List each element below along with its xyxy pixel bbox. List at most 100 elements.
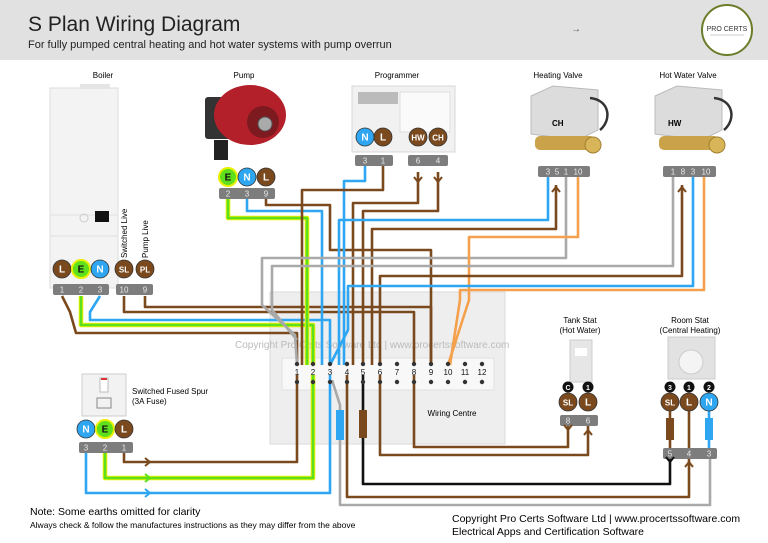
svg-text:N: N [243,173,250,184]
strip-number: 1 [122,444,127,453]
svg-text:HW: HW [668,119,682,128]
programmer-neutral-wire [342,166,367,365]
pump-live-wire [264,198,433,365]
boiler-image [49,84,119,289]
switched-live-label: Switched Live [120,208,129,258]
tank-stat-sublabel: (Hot Water) [559,326,600,335]
svg-text:7: 7 [395,368,400,377]
arrow-icon [583,428,593,436]
tank-stat-label: Tank Stat [563,316,597,325]
pro-certs-logo: PRO CERTS [701,4,753,56]
strip-number: 9 [264,190,269,199]
svg-text:L: L [59,265,65,276]
arrow-icon [144,473,152,483]
svg-text:PRO CERTS: PRO CERTS [707,26,748,33]
page-title: S Plan Wiring Diagram [28,13,240,36]
pump-live-label: Pump Live [141,220,150,258]
boiler-terminal-l: L [52,259,72,279]
room-stat-terminal-n: N [699,392,719,412]
boiler-terminal-e: E [71,259,91,279]
pump-terminal-l: L [256,167,276,187]
svg-text:E: E [225,173,232,184]
tank-stat-terminal-sl: SL [558,392,578,412]
strip-number: 3 [691,168,696,177]
svg-text:SL: SL [563,399,573,408]
boiler-terminal-n: N [90,259,110,279]
pump-earth-wire [226,198,309,365]
programmer-terminal-n: N [355,127,375,147]
direction-arrows [144,176,694,498]
svg-text:L: L [121,425,127,436]
arrow-icon [551,185,561,193]
svg-text:E: E [102,425,109,436]
svg-text:9: 9 [429,368,434,377]
strip-number: 10 [702,168,711,177]
strip-number: 1 [60,286,65,295]
boiler-terminal-pl: PL [135,259,155,279]
fused-spur-image [81,373,127,417]
strip-number: 9 [143,286,148,295]
hw-valve-grey-wire [270,177,675,341]
wiring-centre-terminal-3: 3 [328,361,333,385]
strip-number: 5 [668,450,673,459]
svg-text:E: E [78,265,85,276]
strip-number: 3 [98,286,103,295]
strip-number: 2 [103,444,108,453]
pump-terminal-n: N [237,167,257,187]
svg-text:SL: SL [665,399,675,408]
fused-spur-label: Switched Fused Spur [132,387,208,396]
arrow-icon: → [571,24,581,35]
heating-valve-orange-wire [446,177,580,366]
room-stat-terminal-sl: SL [660,392,680,412]
room-stat-image [667,336,716,380]
programmer-terminal-l: L [373,127,393,147]
heating-valve-label: Heating Valve [533,71,583,80]
strip-number: 3 [546,168,551,177]
fused-spur-sublabel: (3A Fuse) [132,397,167,406]
svg-text:2: 2 [311,368,316,377]
strip-number: 5 [555,168,560,177]
svg-text:L: L [380,133,386,144]
supply-live-wire [122,375,299,464]
wiring-centre-terminal-12: 12 [478,361,487,385]
wiring-centre-terminal-5: 5 [361,361,366,385]
svg-text:N: N [82,425,89,436]
strip-number: 10 [120,286,129,295]
tank-stat-badge: C [562,381,574,393]
wiring-centre-terminal-11: 11 [461,361,470,385]
room-stat-badge: 1 [683,381,695,393]
brown-sleeve [666,418,674,440]
svg-text:12: 12 [478,368,487,377]
svg-text:L: L [686,398,692,409]
footer-tagline: Electrical Apps and Certification Softwa… [452,526,644,538]
arrow-icon [144,457,152,467]
boiler-label: Boiler [93,71,114,80]
heating-valve-brown-wire [370,185,558,365]
svg-text:4: 4 [345,368,350,377]
arrow-icon [144,488,152,498]
blue-sleeve [705,418,713,440]
arrow-icon [433,176,443,184]
strip-number: 3 [363,157,368,166]
svg-text:3: 3 [328,368,333,377]
boiler-live-wire [60,295,299,365]
svg-text:1: 1 [687,385,691,392]
svg-text:5: 5 [361,368,366,377]
arrow-icon [677,185,687,193]
svg-text:L: L [585,398,591,409]
boiler-earth-wire [79,296,315,365]
footer-copyright: Copyright Pro Certs Software Ltd | www.p… [452,513,740,525]
svg-text:1: 1 [586,385,590,392]
strip-number: 1 [671,168,676,177]
footer-warning: Always check & follow the manufactures i… [30,520,356,530]
heating-valve-image: CH [530,85,609,154]
room-stat-live-wire [345,375,691,499]
blue-sleeve [336,410,344,440]
tank-stat-badge: 1 [582,381,594,393]
room-stat-neutral-wire [330,379,712,507]
